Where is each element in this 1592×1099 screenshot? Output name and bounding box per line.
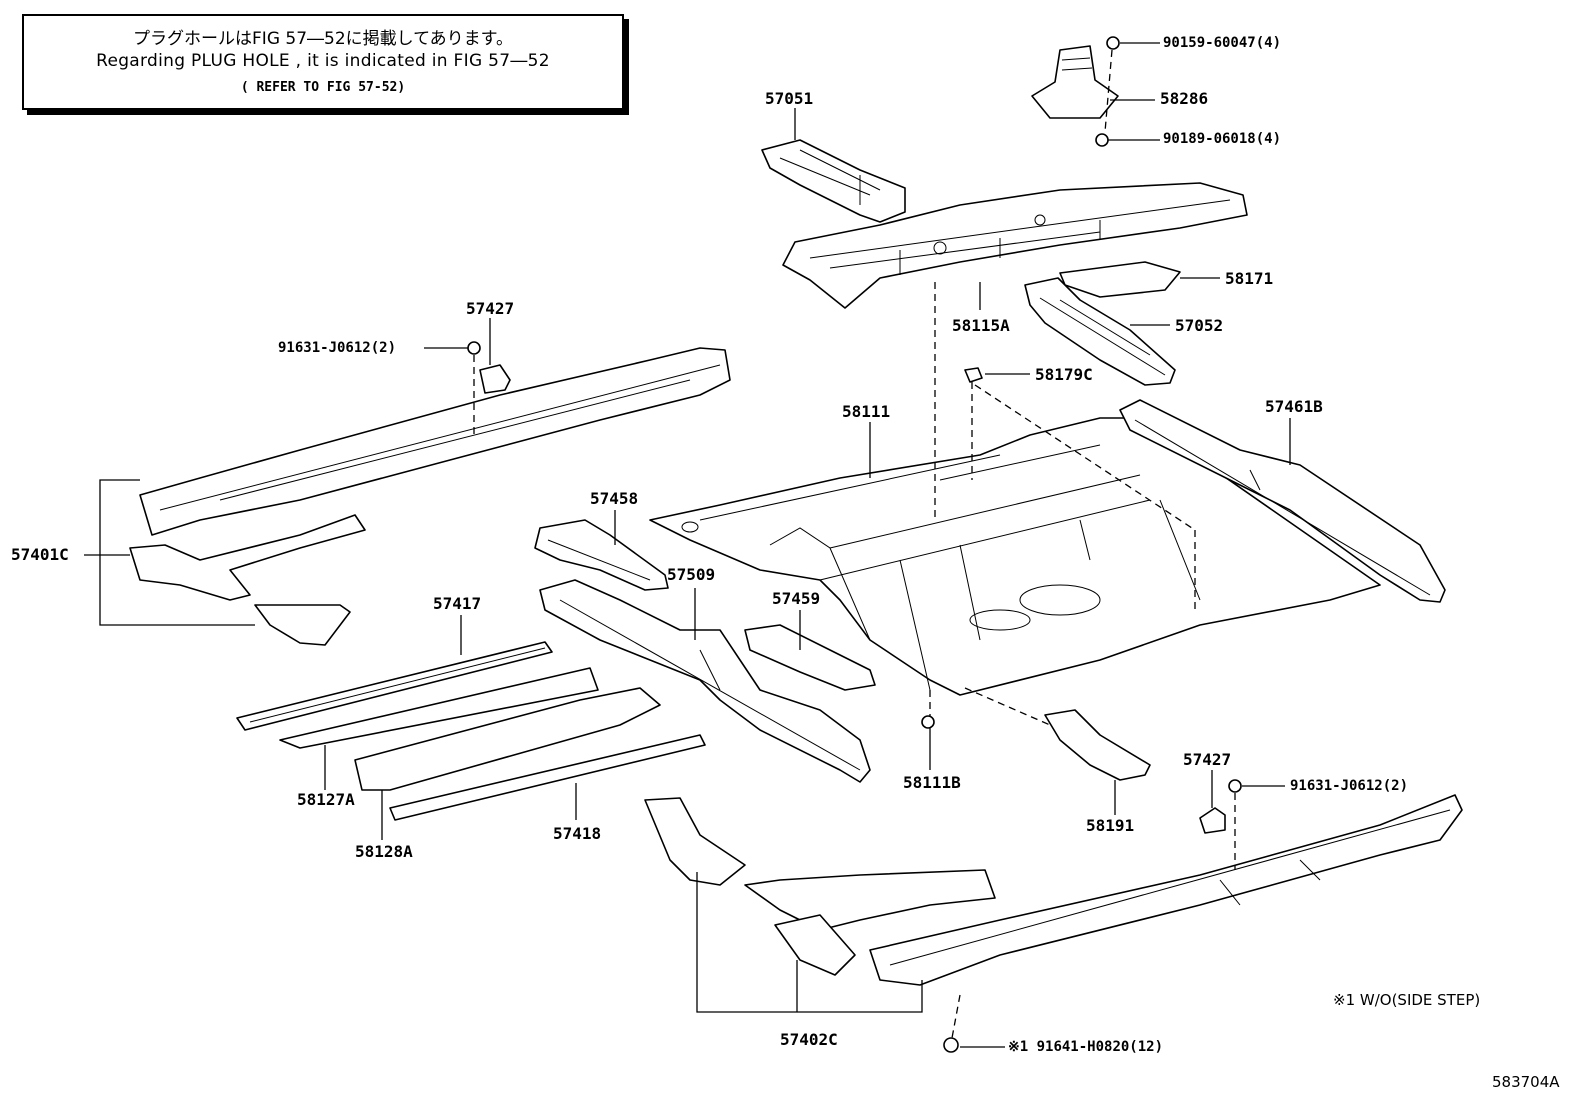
label-90189-06018[interactable]: 90189-06018(4) (1163, 131, 1282, 147)
figure-code: 583704A (1492, 1073, 1560, 1091)
part-57417-shape (236, 641, 553, 731)
label-57427-bottom[interactable]: 57427 (1183, 750, 1232, 769)
label-58127A[interactable]: 58127A (297, 790, 355, 809)
part-57509-shape (539, 579, 871, 783)
part-58286-shape (1031, 45, 1119, 119)
label-91631-J0612-right[interactable]: 91631-J0612(2) (1290, 778, 1409, 794)
label-57509[interactable]: 57509 (667, 565, 716, 584)
label-57401C[interactable]: 57401C (11, 545, 69, 564)
part-57458-shape (534, 519, 669, 591)
label-57427-top[interactable]: 57427 (466, 299, 515, 318)
part-58191-shape (1044, 709, 1151, 781)
footnote-side-step: ※1 W/O(SIDE STEP) (1333, 991, 1481, 1009)
part-58115A-shape (782, 182, 1248, 309)
label-57051[interactable]: 57051 (765, 89, 814, 108)
label-58128A[interactable]: 58128A (355, 842, 413, 861)
label-90159-60047[interactable]: 90159-60047(4) (1163, 35, 1282, 51)
label-57417[interactable]: 57417 (433, 594, 482, 613)
label-57461B[interactable]: 57461B (1265, 397, 1323, 416)
leader-lines (84, 42, 1291, 1048)
label-57458[interactable]: 57458 (590, 489, 639, 508)
part-57401C-shape (129, 347, 731, 646)
note-line-japanese: プラグホールはFIG 57―52に掲載してあります。 (133, 29, 513, 49)
label-57402C[interactable]: 57402C (780, 1030, 838, 1049)
label-58111[interactable]: 58111 (842, 402, 891, 421)
part-58171-shape (1059, 261, 1181, 298)
part-57461B-shape (1119, 399, 1446, 603)
part-57427-bottom-shape (1199, 807, 1226, 834)
part-57459-shape (744, 624, 876, 691)
dashed-guides (473, 49, 1236, 1039)
part-58127A-shape (279, 667, 599, 749)
part-57402C-shape (644, 794, 1463, 986)
label-58286[interactable]: 58286 (1160, 89, 1209, 108)
label-57418[interactable]: 57418 (553, 824, 602, 843)
label-58115A[interactable]: 58115A (952, 316, 1010, 335)
label-91631-J0612-left[interactable]: 91631-J0612(2) (278, 340, 397, 356)
part-57051-shape (761, 139, 906, 223)
label-58111B[interactable]: 58111B (903, 773, 961, 792)
part-58111-shape (649, 417, 1381, 696)
label-58179C[interactable]: 58179C (1035, 365, 1093, 384)
label-58191[interactable]: 58191 (1086, 816, 1135, 835)
note-line-english: Regarding PLUG HOLE , it is indicated in… (96, 51, 550, 71)
part-57052-shape (1024, 277, 1176, 386)
plug-hole-note: プラグホールはFIG 57―52に掲載してあります。 Regarding PLU… (22, 14, 624, 110)
label-57052[interactable]: 57052 (1175, 316, 1224, 335)
part-57418-shape (389, 734, 706, 821)
note-refer-link[interactable]: ( REFER TO FIG 57-52) (240, 80, 406, 95)
part-57427-top-shape (479, 364, 511, 394)
label-58171[interactable]: 58171 (1225, 269, 1274, 288)
label-57459[interactable]: 57459 (772, 589, 821, 608)
label-91641-H0820[interactable]: ※1 91641-H0820(12) (1008, 1039, 1164, 1055)
part-58128A-shape (354, 687, 661, 791)
